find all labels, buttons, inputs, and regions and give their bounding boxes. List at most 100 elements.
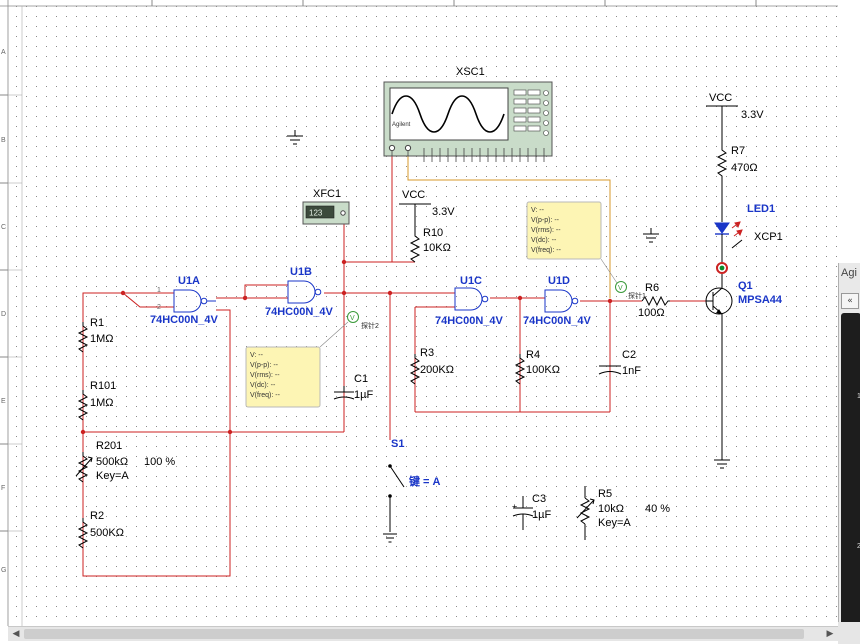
transistor-q1[interactable]: Q1 MPSA44	[705, 274, 783, 460]
xcp1-ref: XCP1	[754, 231, 783, 243]
horizontal-scrollbar[interactable]: ◀ ▶	[8, 626, 838, 641]
r101-value: 1MΩ	[90, 397, 114, 409]
voltage-probe-1[interactable]: V: -- V(p-p): -- V(rms): -- V(dc): -- V(…	[526, 201, 646, 300]
scroll-left-icon[interactable]: ◀	[12, 629, 20, 639]
r201-percent: 100 %	[144, 456, 175, 468]
r5-key: Key=A	[598, 517, 631, 529]
junction-dots	[80, 259, 613, 435]
u1c-ref: U1C	[460, 275, 482, 287]
probe-readout: V: --	[250, 352, 264, 359]
scroll-right-icon[interactable]: ▶	[826, 629, 834, 639]
q1-part: MPSA44	[738, 294, 783, 306]
ruler-letter: E	[1, 398, 6, 405]
potentiometer-r201[interactable]: R201 500kΩ 100 % Key=A	[75, 440, 175, 483]
scroll-thumb[interactable]	[24, 629, 804, 639]
probe-readout: V(rms): --	[531, 227, 561, 234]
r3-value: 200KΩ	[420, 364, 454, 376]
ruler-letter: F	[1, 485, 5, 492]
probe-readout: V(freq): --	[531, 247, 562, 254]
u1a-ref: U1A	[178, 275, 200, 287]
resistor-r7[interactable]: R7 470Ω	[716, 136, 758, 222]
screen-label: 1	[857, 393, 860, 400]
resistor-r4[interactable]: R4 100KΩ	[514, 349, 560, 385]
r201-value: 500kΩ	[96, 456, 128, 468]
ground-icon	[383, 533, 397, 543]
probe2-tag: 探针2	[361, 321, 379, 330]
r3-ref: R3	[420, 347, 434, 359]
r4-ref: R4	[526, 349, 540, 361]
probe-readout: V(rms): --	[250, 372, 280, 379]
r10-ref: R10	[423, 227, 443, 239]
resistor-r1[interactable]: R1 1MΩ	[77, 317, 114, 353]
plus-icon: +	[512, 502, 517, 511]
u1a-pin1: 1	[157, 287, 161, 294]
xfc1-ref: XFC1	[313, 188, 341, 200]
capacitor-c2[interactable]: C2 1nF	[598, 349, 641, 377]
vcc-top[interactable]: VCC 3.3V	[706, 92, 764, 136]
probe-readout: V(p-p): --	[531, 217, 560, 224]
c1-ref: C1	[354, 373, 368, 385]
sheet-ruler: A B C D E F G	[0, 0, 838, 626]
u1d-part: 74HC00N_4V	[523, 315, 592, 327]
scope-brand: Agilent	[392, 122, 411, 128]
current-probe-xcp1[interactable]: XCP1	[716, 231, 783, 274]
panel-title: Agi	[841, 267, 857, 279]
probe-v-icon: V	[618, 285, 623, 292]
led-led1[interactable]: LED1	[714, 203, 775, 262]
probe-readout: V(p-p): --	[250, 362, 279, 369]
r5-percent: 40 %	[645, 503, 670, 515]
resistor-r10[interactable]: R10 10KΩ	[409, 224, 451, 263]
voltage-probe-2[interactable]: V: -- V(p-p): -- V(rms): -- V(dc): -- V(…	[245, 311, 379, 408]
scope-probe-wire[interactable]	[407, 150, 611, 298]
probe1-tag: 探针1	[628, 291, 646, 300]
probe-readout: V(dc): --	[250, 382, 276, 389]
ground-icon	[714, 459, 730, 469]
r201-key: Key=A	[96, 470, 129, 482]
switch-s1[interactable]: S1 键 = A	[388, 438, 441, 532]
probe-readout: V(dc): --	[531, 237, 557, 244]
oscilloscope-xsc1[interactable]: Agilent XSC1	[383, 66, 553, 162]
s1-key: 键 = A	[408, 474, 441, 488]
capacitor-c1[interactable]: C1 1µF	[333, 373, 373, 401]
vcc-mid[interactable]: VCC 3.3V	[399, 189, 455, 224]
nand-gate-u1d[interactable]: U1D 74HC00N_4V	[523, 275, 592, 327]
screen-label: 2	[857, 543, 860, 550]
collapse-button[interactable]: «	[841, 293, 859, 309]
r201-ref: R201	[96, 440, 122, 452]
nand-gate-u1b[interactable]: U1B 74HC00N_4V	[265, 266, 334, 318]
probe-v-icon: V	[350, 315, 355, 322]
resistor-r2[interactable]: R2 500KΩ	[77, 510, 124, 549]
resistor-r101[interactable]: R101 1MΩ	[77, 380, 116, 421]
led1-ref: LED1	[747, 203, 775, 215]
ruler-letter: B	[1, 137, 6, 144]
r2-value: 500KΩ	[90, 527, 124, 539]
vcc-value: 3.3V	[432, 206, 455, 218]
u1a-pin2: 2	[157, 304, 161, 311]
c2-value: 1nF	[622, 365, 641, 377]
u1d-ref: U1D	[548, 275, 570, 287]
scope-pins	[391, 148, 545, 162]
ground-icon	[643, 228, 659, 243]
resistor-r3[interactable]: R3 200KΩ	[409, 347, 454, 385]
nand-gate-u1a[interactable]: U1A 74HC00N_4V 1 2	[150, 275, 219, 326]
u1c-part: 74HC00N_4V	[435, 315, 504, 327]
r4-value: 100KΩ	[526, 364, 560, 376]
resistor-r6[interactable]: R6 100Ω	[638, 282, 670, 319]
r6-value: 100Ω	[638, 307, 665, 319]
r1-value: 1MΩ	[90, 333, 114, 345]
r6-ref: R6	[645, 282, 659, 294]
r101-ref: R101	[90, 380, 116, 392]
frequency-counter-xfc1[interactable]: XFC1 123	[302, 188, 350, 225]
r10-value: 10KΩ	[423, 242, 451, 254]
potentiometer-r5[interactable]: R5 10kΩ 40 % Key=A	[576, 486, 670, 540]
r7-ref: R7	[731, 145, 745, 157]
wire-net[interactable]	[82, 150, 706, 577]
agilent-scope-panel[interactable]: Agi « 1 2	[838, 263, 860, 644]
r1-ref: R1	[90, 317, 104, 329]
capacitor-c3[interactable]: + C3 1µF	[512, 493, 551, 530]
nand-gate-u1c[interactable]: U1C 74HC00N_4V	[435, 275, 504, 327]
scroll-corner	[838, 622, 860, 644]
c3-ref: C3	[532, 493, 546, 505]
c3-value: 1µF	[532, 509, 551, 521]
